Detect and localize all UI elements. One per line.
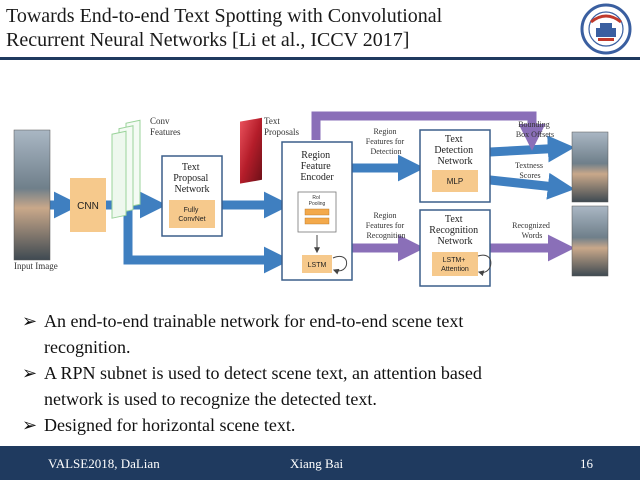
input-image: [13, 129, 51, 261]
encoder-loop-arrow: [332, 255, 348, 275]
roi-pooling-label: RoI Pooling: [309, 195, 326, 207]
lstm-attention-label: LSTM+ Attention: [441, 257, 469, 273]
text-proposal-network-label: Text Proposal Network: [173, 162, 211, 195]
bullet-text: network is used to recognize the detecte…: [44, 389, 377, 409]
footer-event: VALSE2018, DaLian: [48, 456, 160, 471]
flow-arrows-purple: [311, 111, 575, 262]
region-feature-encoder-label: Region Feature Encoder: [300, 150, 334, 183]
cnn-box: [70, 178, 106, 232]
title-divider: [0, 57, 640, 60]
mlp-box: [432, 170, 478, 192]
textness-scores-label: Textness Scores: [515, 161, 545, 180]
roi-grid-icon: [304, 208, 330, 225]
bullet-marker: ➢: [22, 363, 38, 383]
conv-features-stack: [111, 119, 141, 219]
title-line-2: Recurrent Neural Networks [Li et al., IC…: [6, 29, 410, 51]
bullet-item: ➢ Designed for horizontal scene text.: [22, 412, 622, 438]
input-image-label: Input Image: [14, 261, 58, 271]
text-recognition-network-label: Text Recognition Network: [429, 214, 480, 247]
slide-title: Towards End-to-end Text Spotting with Co…: [6, 4, 566, 52]
bullet-marker: ➢: [22, 311, 38, 331]
conv-features-label: Conv Features: [150, 116, 181, 137]
region-features-detection-label: Region Features for Detection: [366, 127, 406, 156]
bullet-text: recognition.: [44, 337, 131, 357]
bounding-box-offsets-label: Bounding Box Offsets: [516, 120, 554, 139]
text-proposals-label: Text Proposals: [264, 116, 300, 137]
title-line-1: Towards End-to-end Text Spotting with Co…: [6, 5, 443, 27]
bullet-list: ➢ An end-to-end trainable network for en…: [22, 308, 622, 438]
bullet-text: An end-to-end trainable network for end-…: [44, 311, 464, 331]
footer-page-number: 16: [580, 456, 593, 471]
architecture-diagram: Input Image CNN Conv Features Text Propo…: [13, 111, 609, 287]
mlp-label: MLP: [447, 177, 463, 186]
region-features-recognition-label: Region Features for Recognition: [366, 211, 406, 240]
text-detection-network-label: Text Detection Network: [434, 134, 475, 167]
output-image-detection: [571, 131, 609, 203]
slide-footer: VALSE2018, DaLian Xiang Bai 16: [0, 446, 640, 480]
bullet-marker: ➢: [22, 415, 38, 435]
encoder-lstm-label: LSTM: [308, 262, 327, 269]
text-proposals-heatmap: [240, 117, 262, 184]
bullet-item: ➢ An end-to-end trainable network for en…: [22, 308, 622, 360]
footer-author: Xiang Bai: [290, 456, 344, 471]
recognition-loop-arrow: [477, 254, 492, 277]
fully-convnet-box: [169, 200, 215, 228]
bullet-item: ➢ A RPN subnet is used to detect scene t…: [22, 360, 622, 412]
bullet-text: Designed for horizontal scene text.: [44, 415, 296, 435]
encoder-lstm-box: [302, 255, 332, 273]
fully-convnet-label: Fully ConvNet: [178, 207, 205, 223]
university-logo: [580, 3, 632, 55]
output-image-recognition: [571, 205, 609, 277]
lstm-attention-box: [432, 252, 478, 276]
recognized-words-label: Recognized Words: [512, 221, 552, 240]
bullet-text: A RPN subnet is used to detect scene tex…: [44, 363, 482, 383]
cnn-label: CNN: [77, 201, 99, 212]
